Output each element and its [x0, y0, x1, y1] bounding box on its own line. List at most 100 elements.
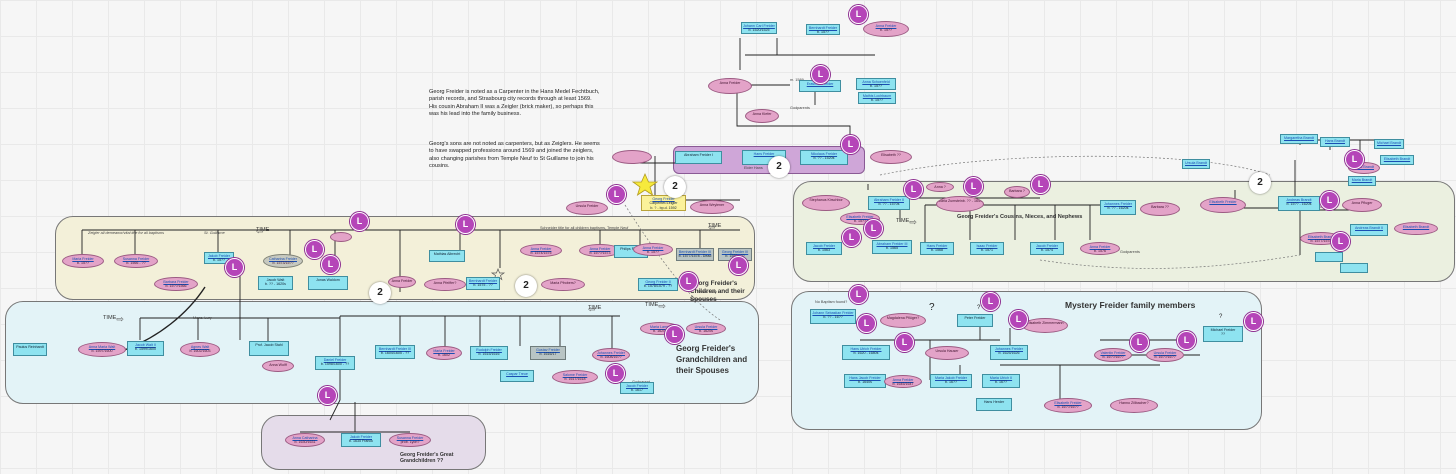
link-badge-icon[interactable]: L [350, 212, 369, 231]
spouse-oval[interactable] [612, 150, 652, 164]
spouse-oval[interactable]: Anna Wolff [262, 360, 294, 372]
link-badge-icon[interactable]: L [1244, 312, 1263, 331]
comment-count-badge[interactable]: 2 [1249, 172, 1271, 194]
person-box[interactable]: Michael Freider?? [1203, 326, 1243, 342]
link-badge-icon[interactable]: L [729, 256, 748, 275]
link-badge-icon[interactable]: L [904, 180, 923, 199]
person-box[interactable]: Hans Brandt [1320, 137, 1350, 147]
comment-count-badge[interactable]: 2 [664, 176, 686, 198]
spouse-oval[interactable]: Anna Weylener [690, 200, 734, 214]
person-box[interactable] [1315, 252, 1343, 262]
link-badge-icon[interactable]: L [1331, 232, 1350, 251]
link-badge-icon[interactable]: L [305, 240, 324, 259]
person-box[interactable]: Hans Herder [976, 398, 1012, 411]
link-badge-icon[interactable]: L [679, 272, 698, 291]
mystery-oval[interactable]: Magdalena Pflüger? [880, 313, 926, 328]
person-box[interactable]: Andreas Brandt II [1350, 224, 1388, 236]
person-box[interactable]: Michael Brandt [1374, 139, 1404, 149]
mystery-oval[interactable]: Hanno Zillbacher? [1110, 398, 1158, 413]
person-box[interactable]: Elisabeth Brandt [1380, 155, 1414, 165]
cousin-oval[interactable]: Anna ? [926, 182, 954, 192]
link-badge-icon[interactable]: L [857, 314, 876, 333]
cousin-oval[interactable]: Elisabeth Brandt [1394, 222, 1438, 235]
person-box[interactable]: Caspar Treue [500, 370, 534, 382]
spouse-oval[interactable]: Anna Freider [708, 78, 752, 94]
spouse-oval[interactable]: Anna Kiefer [745, 109, 779, 123]
link-badge-icon[interactable]: L [842, 228, 861, 247]
link-badge-icon[interactable]: L [456, 215, 475, 234]
link-badge-icon[interactable]: L [318, 386, 337, 405]
cousin-oval[interactable]: Barbara ? [1004, 186, 1030, 198]
link-badge-icon[interactable]: L [606, 364, 625, 383]
link-badge-icon[interactable]: L [895, 333, 914, 352]
cousin-oval[interactable]: Stephanus Kirschbor [802, 195, 850, 211]
link-badge-icon[interactable]: L [225, 258, 244, 277]
cousin-oval[interactable]: Maria Zumsteinb. ?? - 1644 [936, 196, 984, 212]
person-box[interactable]: Abraham Freider I [675, 151, 722, 164]
spouse-oval[interactable]: Maria Pfrobers? [541, 278, 585, 291]
spouse-oval[interactable]: Anna Pfeiffer? [424, 278, 466, 291]
link-badge-icon[interactable]: L [1130, 333, 1149, 352]
link-badge-icon[interactable]: L [811, 65, 830, 84]
link-badge-icon[interactable]: L [321, 255, 340, 274]
person-box[interactable]: Prof. Jacob Stahl [249, 341, 289, 356]
link-badge-icon[interactable]: L [607, 185, 626, 204]
mystery-oval[interactable]: Elisabeth Zimmermann [1022, 318, 1068, 333]
link-badge-icon[interactable]: L [864, 219, 883, 238]
link-badge-icon[interactable]: L [841, 135, 860, 154]
spouse-oval[interactable]: Elisabeth ?? [870, 150, 912, 164]
link-badge-icon[interactable]: L [1345, 150, 1364, 169]
cousin-oval[interactable]: Anna Pfluger [1342, 198, 1382, 212]
person-box[interactable]: Maria Brandt [1348, 176, 1376, 186]
comment-count-badge[interactable]: 2 [515, 275, 537, 297]
comment-count-badge[interactable]: 2 [369, 282, 391, 304]
person-box[interactable]: Peter Freider [957, 314, 993, 327]
comment-count-badge[interactable]: 2 [768, 156, 790, 178]
cousin-oval[interactable]: Barbara ?? [1140, 202, 1180, 216]
mystery-oval[interactable]: Ursula Hauser [925, 346, 969, 360]
